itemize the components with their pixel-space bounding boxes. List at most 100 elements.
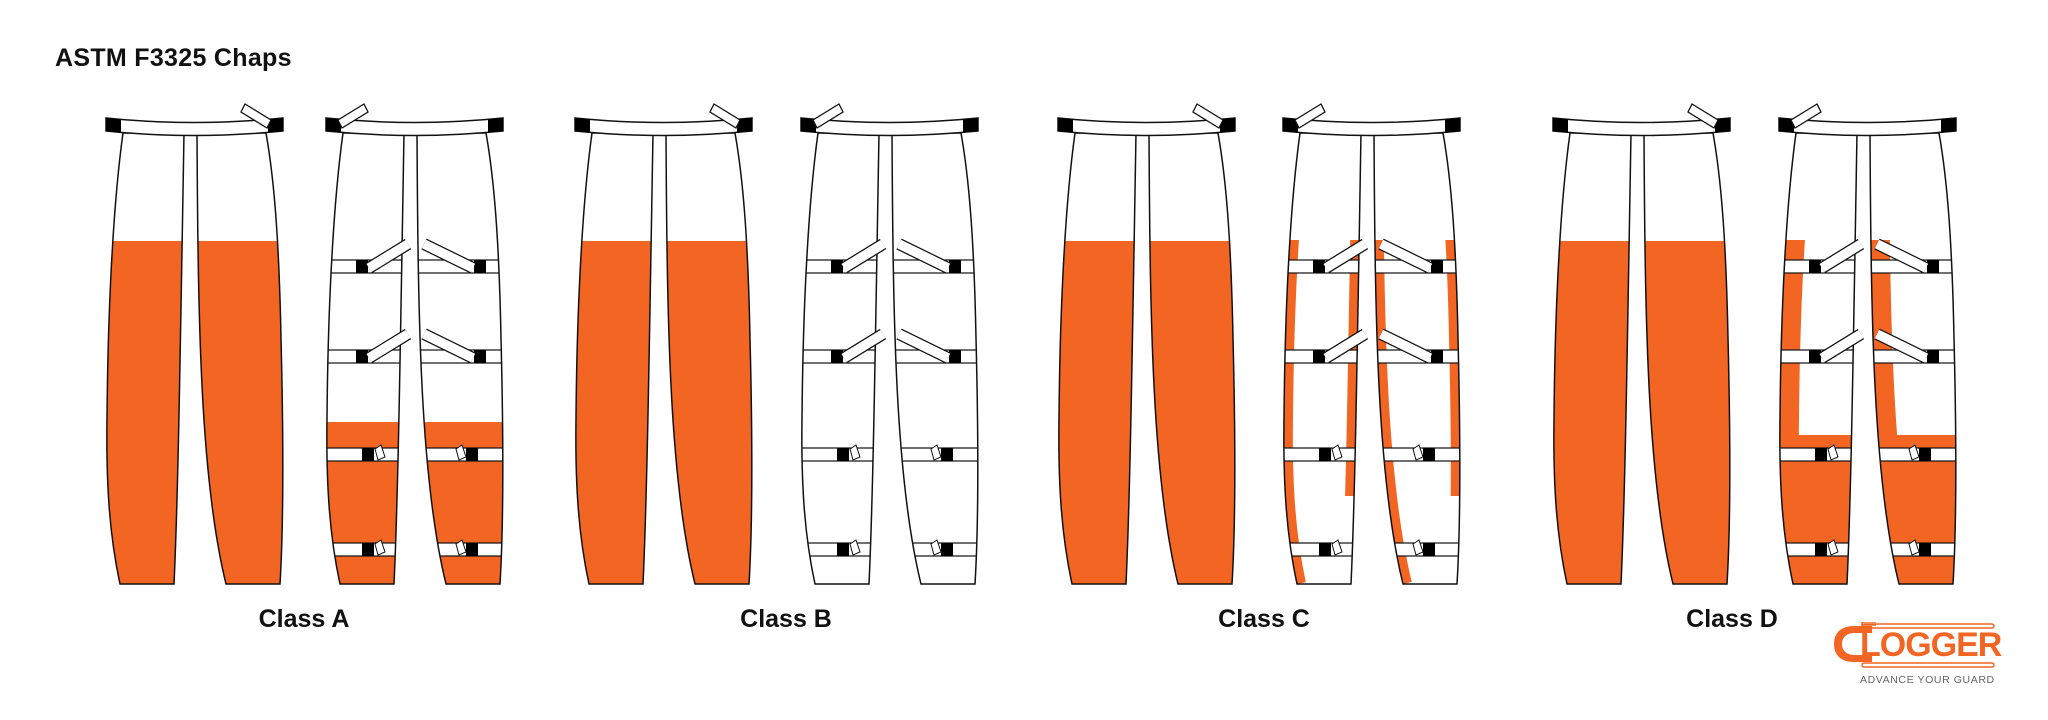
buckle-icon xyxy=(1423,448,1435,461)
class-b-front-view xyxy=(574,103,753,585)
buckle-icon xyxy=(1319,543,1331,556)
class-c-label: Class C xyxy=(1218,605,1310,633)
strap-flap xyxy=(1827,444,1839,461)
strap-flap xyxy=(1412,444,1424,461)
waistband-tab xyxy=(812,103,844,129)
strap-flap xyxy=(1412,539,1424,556)
waistband-tab xyxy=(1192,103,1224,129)
buckle-icon xyxy=(1815,543,1827,556)
strap-tab-fill xyxy=(1323,239,1368,273)
strap-tab-fill xyxy=(366,329,411,363)
waistband-tab xyxy=(337,103,369,129)
class-a-front-view xyxy=(105,103,284,585)
waistband-end-left xyxy=(1779,118,1794,133)
strap-flap xyxy=(1908,539,1920,556)
waistband-tab xyxy=(1687,103,1719,129)
leg-outline xyxy=(1553,132,1632,585)
waistband-end-left xyxy=(106,118,121,133)
buckle-icon xyxy=(941,448,953,461)
strap-tab-fill xyxy=(1819,329,1864,363)
waistband-end-right xyxy=(268,118,283,133)
waistband-end-left xyxy=(801,118,816,133)
waistband-end-right xyxy=(737,118,752,133)
leg-panels xyxy=(106,241,185,584)
buckle-icon xyxy=(362,448,374,461)
strap-flap xyxy=(455,539,467,556)
logo-frame-icon xyxy=(1861,623,1995,668)
left-leg xyxy=(1058,132,1137,585)
strap-flap xyxy=(1331,539,1343,556)
strap-flap xyxy=(849,444,861,461)
leg-outline xyxy=(1643,132,1731,585)
buckle-icon xyxy=(941,543,953,556)
buckle-icon xyxy=(1319,448,1331,461)
waistband xyxy=(574,103,753,137)
leg-outline xyxy=(416,132,504,585)
waistband-tab xyxy=(240,103,272,129)
leg-outline xyxy=(1283,132,1362,585)
strap-flap xyxy=(930,539,942,556)
right-leg xyxy=(665,132,753,585)
buckle-icon xyxy=(1927,350,1939,363)
strap-tab-fill xyxy=(896,239,951,273)
class-a-back-view xyxy=(325,103,504,585)
strap-tab-fill xyxy=(1874,239,1929,273)
strap-flap xyxy=(930,444,942,461)
class-b-back-view xyxy=(800,103,979,585)
strap-flap xyxy=(374,539,386,556)
waistband-end-right xyxy=(1220,118,1235,133)
buckle-icon xyxy=(949,260,961,273)
strap-tab-fill xyxy=(1378,329,1433,363)
buckle-icon xyxy=(466,448,478,461)
leg-outline xyxy=(1373,132,1461,585)
buckle-icon xyxy=(1927,260,1939,273)
waistband-end-right xyxy=(1445,118,1460,133)
buckle-icon xyxy=(466,543,478,556)
protective-panel xyxy=(1058,241,1137,584)
leg-outline xyxy=(575,132,654,585)
left-leg xyxy=(575,132,654,585)
buckle-icon xyxy=(474,350,486,363)
class-d-back-view xyxy=(1778,103,1957,585)
left-leg xyxy=(1553,132,1632,585)
waistband xyxy=(1552,103,1731,137)
leg-outline xyxy=(106,132,185,585)
waistband-end-left xyxy=(1058,118,1073,133)
class-c-back-view xyxy=(1282,103,1461,585)
buckle-icon xyxy=(831,350,843,363)
buckle-icon xyxy=(1423,543,1435,556)
buckle-icon xyxy=(1431,260,1443,273)
class-b-label: Class B xyxy=(740,605,832,633)
clogger-logo: LOGGER ADVANCE YOUR GUARD xyxy=(1832,622,2002,692)
leg-outline xyxy=(1148,132,1236,585)
strap-tab-fill xyxy=(366,239,411,273)
waistband-end-left xyxy=(1283,118,1298,133)
leg-outline xyxy=(1058,132,1137,585)
waistband-tab xyxy=(1294,103,1326,129)
buckle-icon xyxy=(1919,543,1931,556)
right-leg xyxy=(1643,132,1731,585)
strap-flap xyxy=(455,444,467,461)
buckle-icon xyxy=(1313,260,1325,273)
class-a-label: Class A xyxy=(258,605,350,633)
buckle-icon xyxy=(837,543,849,556)
waistband xyxy=(800,103,979,137)
page-title: ASTM F3325 Chaps xyxy=(55,44,292,72)
strap-flap xyxy=(1827,539,1839,556)
strap-tab-fill xyxy=(421,239,476,273)
strap-tab-fill xyxy=(841,329,886,363)
leg-outline xyxy=(196,132,284,585)
leg-outline xyxy=(801,132,880,585)
strap-tab-fill xyxy=(896,329,951,363)
waistband-end-right xyxy=(1941,118,1956,133)
buckle-icon xyxy=(1313,350,1325,363)
leg-panels xyxy=(1058,241,1137,584)
buckle-icon xyxy=(1809,260,1821,273)
strap-tab-fill xyxy=(1819,239,1864,273)
buckle-icon xyxy=(1815,448,1827,461)
strap-tab-fill xyxy=(1323,329,1368,363)
buckle-icon xyxy=(362,543,374,556)
logo-tagline: ADVANCE YOUR GUARD xyxy=(1860,674,1995,686)
buckle-icon xyxy=(949,350,961,363)
